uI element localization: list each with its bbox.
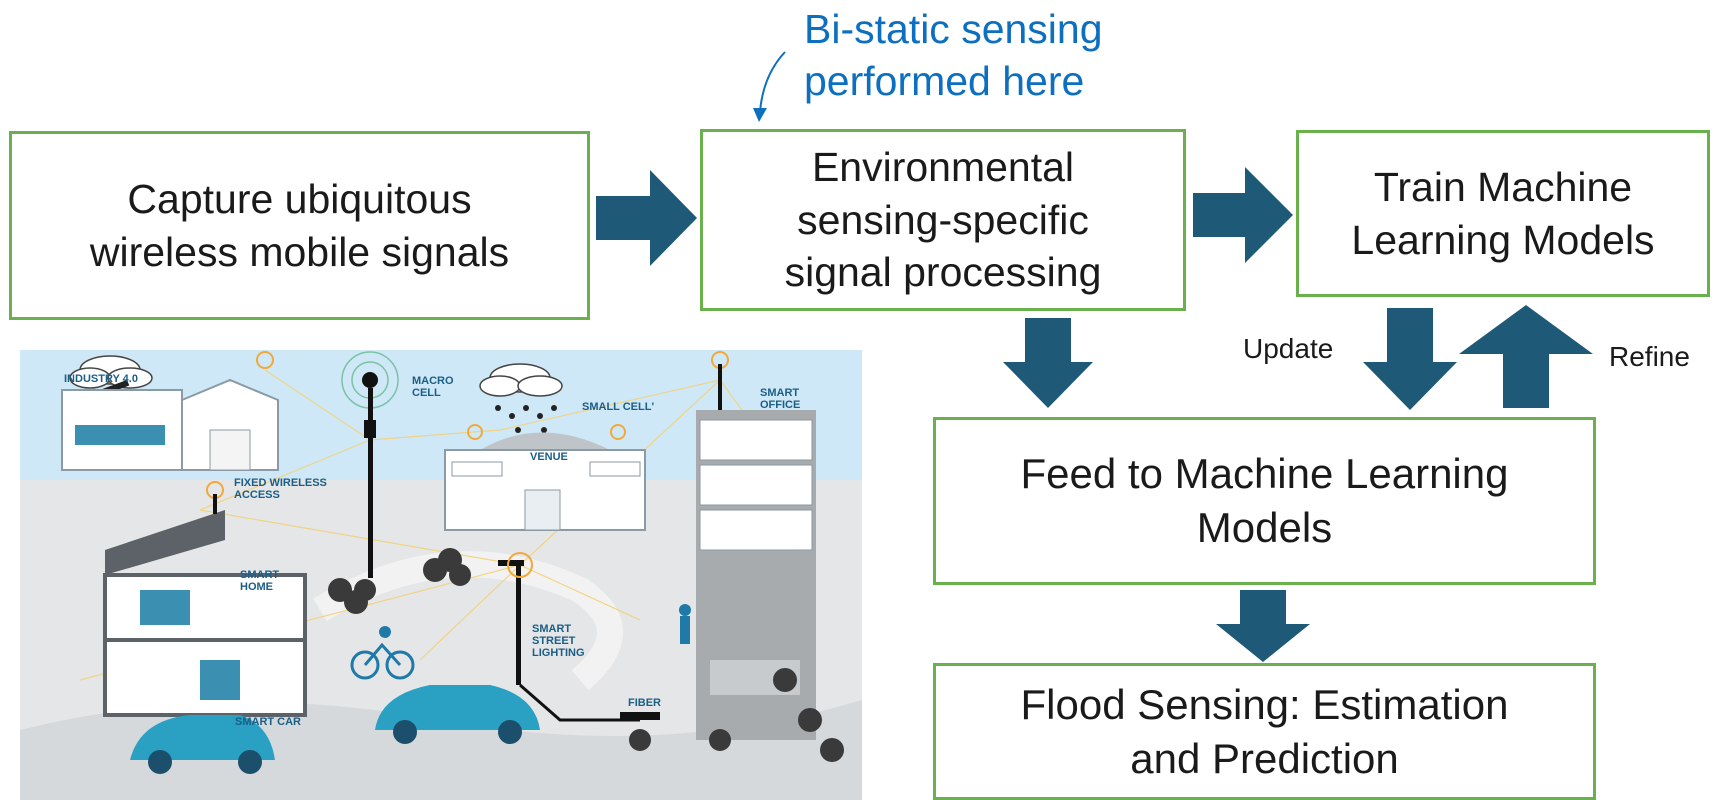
annotation-pointer-head — [753, 108, 767, 122]
label-smart-car: SMART CAR — [235, 716, 301, 728]
label-fiber: FIBER — [628, 697, 661, 709]
macro-cell-tower — [341, 351, 399, 578]
arrow-feed-to-flood — [1216, 590, 1310, 662]
fiber-connector — [620, 712, 660, 720]
environmental-processing-label: Environmental sensing-specific signal pr… — [784, 144, 1102, 296]
capture-signals-label: Capture ubiquitous wireless mobile signa… — [89, 176, 510, 275]
train-models-label: Train Machine Learning Models — [1351, 164, 1655, 263]
arrow-refine — [1459, 305, 1593, 408]
smart-home — [103, 481, 307, 717]
capture-signals-box: Capture ubiquitous wireless mobile signa… — [9, 131, 590, 320]
rain-cloud-right — [479, 363, 563, 397]
venue-building — [444, 424, 646, 531]
smart-car-left — [130, 715, 275, 774]
arrow-env-to-feed — [1003, 318, 1093, 408]
bistatic-annotation: Bi-static sensing performed here — [804, 6, 1103, 104]
pedestrian — [679, 604, 691, 644]
flood-sensing-box: Flood Sensing: Estimation and Prediction — [933, 663, 1596, 800]
arrow-update — [1363, 308, 1457, 410]
arrow-capture-to-env — [596, 170, 697, 266]
train-models-box: Train Machine Learning Models — [1296, 130, 1710, 297]
trees — [328, 548, 844, 762]
rain-drops — [495, 405, 557, 433]
arrow-env-to-train — [1193, 167, 1293, 263]
rain-cloud-left — [69, 355, 153, 389]
smart-office-tower — [696, 351, 816, 740]
fiber-line — [519, 683, 640, 722]
feed-models-box: Feed to Machine Learning Models — [933, 417, 1596, 585]
environmental-processing-box: Environmental sensing-specific signal pr… — [700, 129, 1186, 311]
refine-label: Refine — [1609, 341, 1690, 372]
update-label: Update — [1243, 333, 1334, 364]
feed-models-label: Feed to Machine Learning Models — [1020, 450, 1509, 551]
cyclist — [350, 626, 415, 680]
industry-building — [61, 351, 279, 471]
smart-street-light — [498, 552, 533, 685]
annotation-pointer — [759, 51, 786, 113]
label-industry: INDUSTRY 4.0 — [64, 373, 138, 385]
flood-sensing-label: Flood Sensing: Estimation and Prediction — [1020, 680, 1509, 782]
road-curve — [313, 551, 623, 690]
smart-car-right — [375, 685, 540, 744]
label-venue: VENUE — [530, 451, 568, 463]
label-small-cell: SMALL CELL' — [582, 401, 654, 413]
